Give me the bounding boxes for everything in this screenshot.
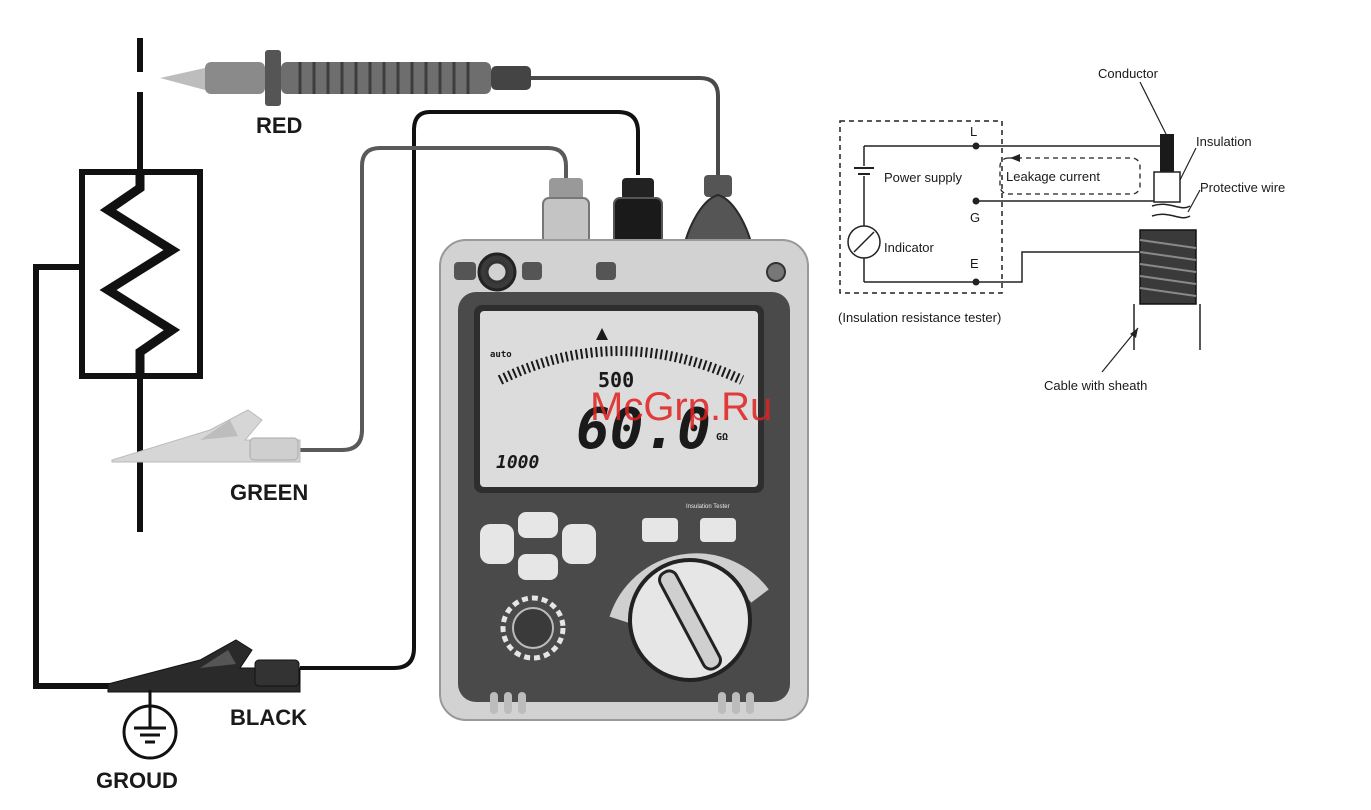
cable-conductor [1160, 134, 1174, 174]
lcd-unit: GΩ [716, 432, 728, 443]
meter-left-button[interactable] [480, 524, 514, 564]
meter-up-button[interactable] [518, 512, 558, 538]
label-black-lead: BLACK [230, 705, 307, 730]
label-power-supply: Power supply [884, 170, 963, 185]
insulation-tester-meter: auto 500 60.0 GΩ 1000 Insulation Tester [440, 240, 808, 720]
label-red-lead: RED [256, 113, 302, 138]
ground-symbol [124, 690, 176, 758]
label-conductor: Conductor [1098, 66, 1159, 81]
label-cable-caption: Cable with sheath [1044, 378, 1147, 393]
red-test-probe [160, 50, 531, 106]
resistor-zigzag [108, 172, 172, 376]
label-terminal-e: E [970, 256, 979, 271]
meter-down-button[interactable] [518, 554, 558, 580]
lcd-mode-indicator: auto [490, 350, 512, 360]
meter-function-button[interactable] [642, 518, 678, 542]
label-terminal-l: L [970, 124, 977, 139]
insulation-test-schematic: Conductor Insulation Protective wire Pow… [838, 66, 1285, 393]
black-alligator-clip [108, 640, 300, 692]
label-green-lead: GREEN [230, 480, 308, 505]
label-indicator: Indicator [884, 240, 935, 255]
lcd-range: 1000 [496, 452, 540, 473]
label-ground: GROUD [96, 768, 178, 793]
meter-test-button[interactable] [700, 518, 736, 542]
watermark-text: McGrp.Ru [590, 385, 772, 429]
label-protective-wire: Protective wire [1200, 180, 1285, 195]
label-tester-caption: (Insulation resistance tester) [838, 310, 1001, 325]
device-under-test [36, 38, 200, 686]
label-leakage-current: Leakage current [1006, 169, 1100, 184]
label-insulation: Insulation [1196, 134, 1252, 149]
label-terminal-g: G [970, 210, 980, 225]
meter-model-label: Insulation Tester [686, 504, 730, 510]
meter-right-button[interactable] [562, 524, 596, 564]
